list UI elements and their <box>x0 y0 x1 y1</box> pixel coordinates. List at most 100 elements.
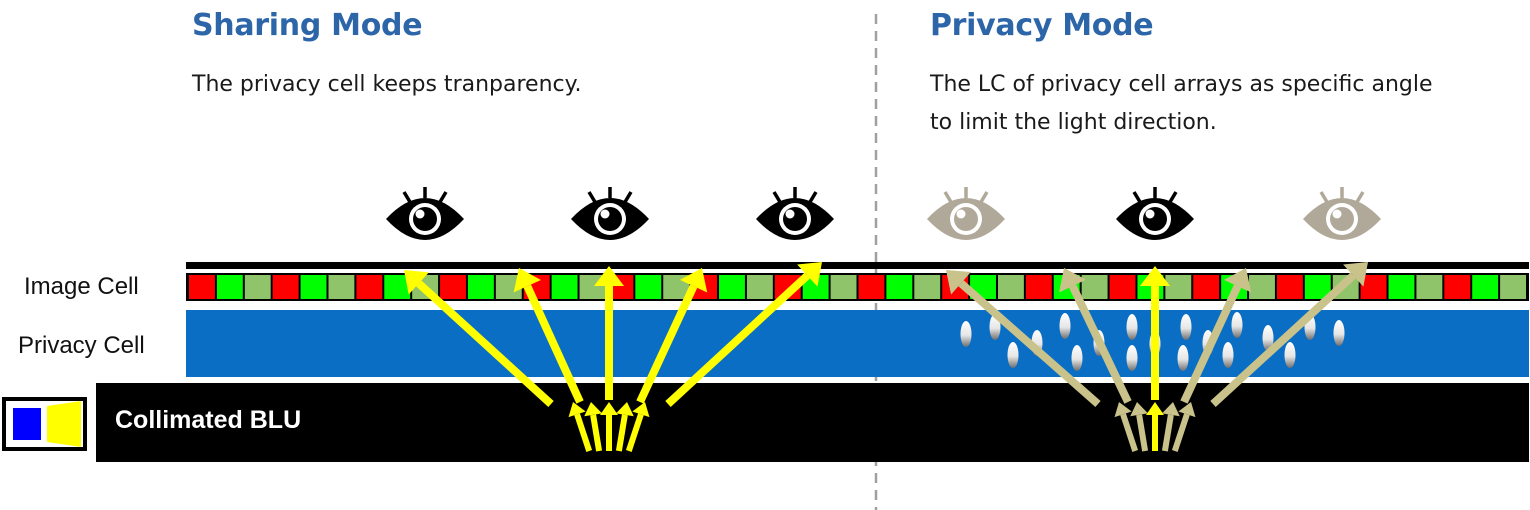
subpixel <box>1165 275 1192 299</box>
lc-molecule <box>960 321 972 347</box>
subpixel <box>356 275 383 299</box>
subpixel <box>1388 275 1415 299</box>
eye-pupil <box>1143 207 1167 231</box>
eye-lash <box>402 191 412 203</box>
subpixel <box>997 275 1024 299</box>
subpixel <box>914 275 941 299</box>
privacy-cell-layer <box>186 310 1529 377</box>
blu-emission-arrow-head <box>584 402 602 417</box>
blu-emission-arrow-head <box>1130 402 1148 417</box>
light-ray-blocked <box>946 270 1101 408</box>
blu-emission-arrow <box>1130 402 1149 452</box>
blu-emission-arrow <box>1146 402 1164 451</box>
blu-emission-arrow-head <box>1146 402 1164 415</box>
eye-pupil <box>783 207 807 231</box>
blu-emission-arrow-shaft <box>615 414 628 452</box>
lc-molecule <box>1262 325 1274 351</box>
light-rays <box>404 262 1368 452</box>
light-ray-passing-head <box>404 270 429 295</box>
subpixel <box>1500 275 1526 299</box>
lc-molecule <box>1333 320 1345 346</box>
light-ray-blocked <box>1059 268 1132 404</box>
sharing-mode-description: The privacy cell keeps tranparency. <box>192 66 582 104</box>
blu-emission-arrow-head <box>568 402 586 418</box>
subpixel <box>1276 275 1303 299</box>
subpixel <box>189 275 215 299</box>
eye-lash <box>943 191 953 203</box>
subpixel <box>886 275 913 299</box>
blu-emission-arrow-head <box>600 402 618 415</box>
privacy-cell-label: Privacy Cell <box>18 332 145 359</box>
subpixel <box>1472 275 1499 299</box>
blu-emission-arrow <box>1161 402 1180 452</box>
light-ray-passing-shaft <box>523 284 584 404</box>
subpixel <box>719 275 745 299</box>
eye-lash <box>587 191 597 203</box>
blu-emission-arrow <box>615 402 634 452</box>
eye-glint <box>415 209 425 219</box>
blu-emission-arrow-shaft <box>590 414 603 452</box>
light-ray-blocked-head <box>1059 268 1087 293</box>
lc-molecule <box>1126 314 1138 340</box>
light-ray-blocked-shaft <box>958 280 1101 408</box>
blu-emission-arrow-shaft <box>574 413 593 452</box>
blu-emission-arrow-head <box>616 402 634 417</box>
subpixel <box>1444 275 1471 299</box>
collimated-blu-label: Collimated BLU <box>115 406 302 434</box>
eye-icon <box>571 187 649 240</box>
light-ray-blocked-shaft <box>1180 284 1242 404</box>
light-ray-blocked-head <box>1343 262 1368 287</box>
subpixel <box>244 275 271 299</box>
subpixel <box>272 275 299 299</box>
eye-icon <box>386 187 464 240</box>
sharing-mode-title: Sharing Mode <box>192 8 423 43</box>
sharing-description-line: The privacy cell keeps tranparency. <box>192 72 582 97</box>
subpixel <box>830 275 857 299</box>
eye-lash <box>1319 191 1329 203</box>
blu-emission-arrow-head <box>1114 402 1132 418</box>
subpixel <box>1360 275 1387 299</box>
subpixel <box>440 275 466 299</box>
subpixel <box>216 275 243 299</box>
subpixel <box>1416 275 1443 299</box>
eye-lash <box>1355 191 1365 203</box>
privacy-mode-title: Privacy Mode <box>930 8 1154 43</box>
eye-lash <box>623 191 633 203</box>
privacy-description-line-2: to limit the light direction. <box>930 110 1217 135</box>
subpixel <box>635 275 662 299</box>
eye-pupil <box>598 207 622 231</box>
eye-glint <box>1332 209 1342 219</box>
blu-emission-arrow <box>584 402 603 452</box>
collimated-blu-layer <box>96 383 1529 462</box>
lc-molecule <box>1059 313 1071 339</box>
light-ray-passing <box>1140 266 1170 400</box>
light-ray-blocked-head <box>946 270 971 295</box>
eye-blocked-icon <box>1303 187 1381 240</box>
eye-glint <box>600 209 610 219</box>
light-ray-passing-shaft <box>416 280 554 407</box>
light-ray-passing <box>665 262 822 407</box>
subpixel <box>858 275 885 299</box>
blu-emission-arrow <box>1171 402 1196 452</box>
blu-emission-arrow-shaft <box>1136 414 1149 452</box>
light-ray-passing-head <box>1140 266 1170 286</box>
light-ray-blocked-shaft <box>1210 272 1356 407</box>
light-ray-passing-shaft <box>636 284 698 404</box>
subpixel <box>1081 275 1108 299</box>
privacy-description-line-1: The LC of privacy cell arrays as specifi… <box>930 72 1433 97</box>
light-ray-passing <box>594 266 624 400</box>
light-ray-blocked-shaft <box>1069 284 1132 404</box>
image-cell-label: Image Cell <box>24 273 139 300</box>
lc-molecule <box>1177 345 1189 371</box>
subpixel <box>467 275 494 299</box>
eye-pupil <box>954 207 978 231</box>
blu-light-source-icon <box>2 397 87 451</box>
lc-molecule <box>1126 345 1138 371</box>
lc-molecule <box>1071 345 1083 371</box>
eye-pupil <box>413 207 437 231</box>
subpixel <box>1249 275 1275 299</box>
eye-lash <box>1132 191 1142 203</box>
lc-molecule <box>1222 342 1234 368</box>
blu-emission-arrow-shaft <box>625 413 644 452</box>
blu-emission-arrow <box>600 402 618 451</box>
